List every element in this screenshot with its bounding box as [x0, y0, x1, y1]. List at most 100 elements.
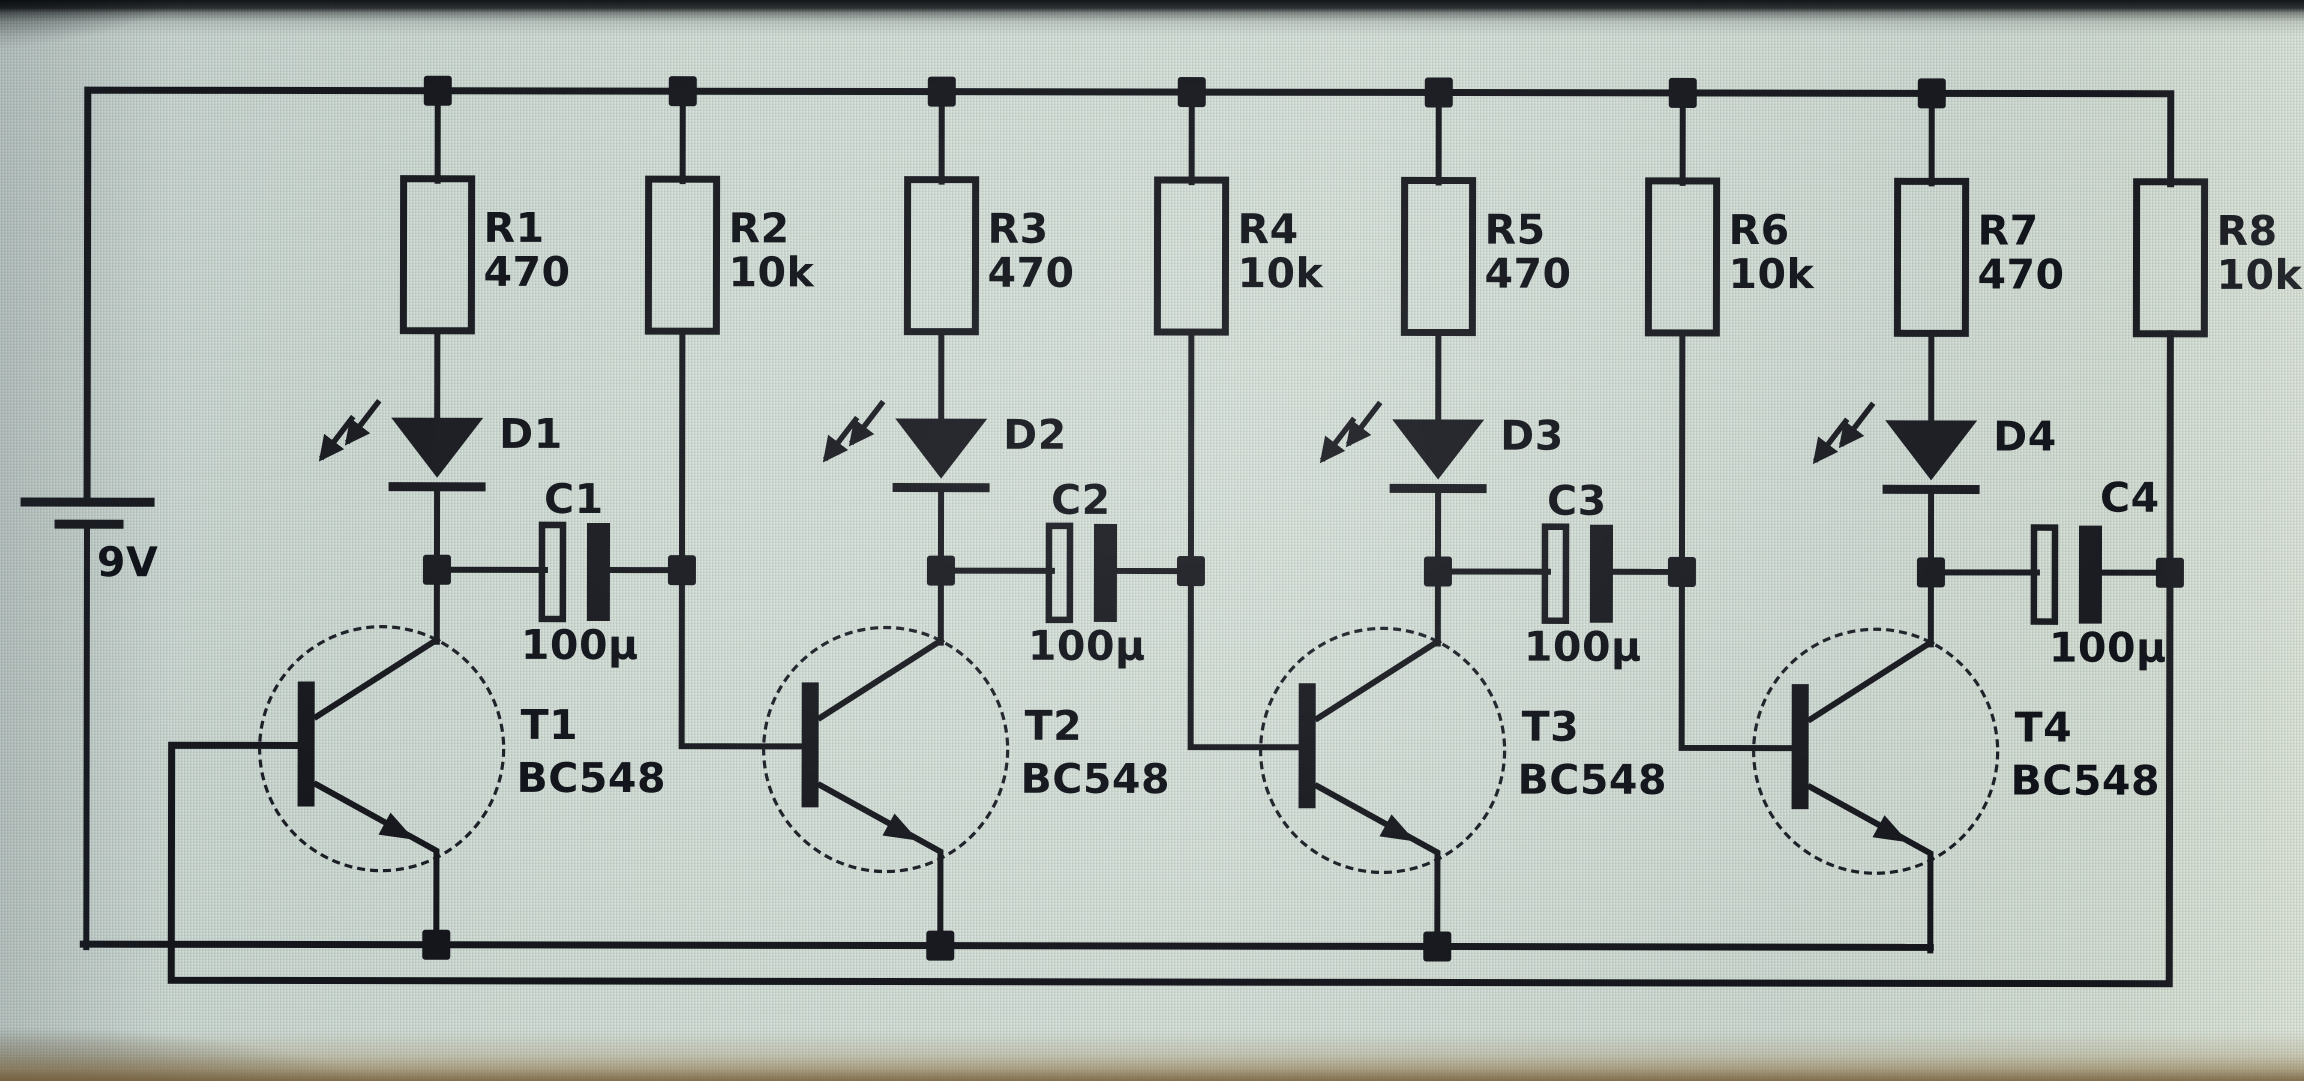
- capacitor-value: 100µ: [2049, 624, 2167, 672]
- emitter-arrow: [882, 813, 919, 841]
- junction-dot: [927, 76, 956, 107]
- resistor-ref: R2: [729, 204, 790, 252]
- transistor-part: BC548: [517, 754, 667, 802]
- resistor-ref: R3: [988, 205, 1049, 253]
- capacitor-plate-filled: [1589, 524, 1614, 623]
- junction-dot: [1423, 931, 1452, 962]
- battery-voltage-label: 9V: [97, 538, 158, 586]
- junction-dot: [668, 76, 697, 107]
- capacitor-ref: C3: [1547, 477, 1607, 525]
- emitter-wire: [1806, 783, 1934, 954]
- resistor-value: 10k: [728, 248, 815, 296]
- led-triangle: [1885, 420, 1978, 481]
- emitter-arrow: [378, 812, 415, 840]
- capacitor-plate-open: [1045, 522, 1074, 624]
- led-ref: D1: [499, 410, 563, 458]
- capacitor-value: 100µ: [1028, 622, 1146, 670]
- ground-rail: [79, 940, 1934, 951]
- led-triangle: [895, 418, 988, 479]
- junction-dot: [423, 75, 452, 106]
- capacitor-ref: C1: [544, 475, 604, 523]
- resistor-body: [1893, 177, 1970, 337]
- led-ref: D3: [1500, 412, 1564, 460]
- led-ref: D4: [1993, 412, 2057, 460]
- emitter-arrow: [1872, 815, 1909, 843]
- emitter-wire: [312, 780, 440, 951]
- battery-9v: 9V: [20, 497, 158, 586]
- emitter-wire: [816, 781, 944, 952]
- resistor-value: 470: [987, 249, 1074, 297]
- led-emission-arrows-icon: [318, 398, 382, 462]
- transistor-base-bar: [1791, 684, 1809, 810]
- led-emission-arrows-icon: [1319, 400, 1383, 464]
- transistor-part: BC548: [2011, 756, 2161, 804]
- junction-dot: [2155, 557, 2184, 588]
- stage-1: R1 470 D1 C1 100µ T1: [258, 75, 816, 960]
- capacitor-ref: C2: [1051, 476, 1111, 524]
- capacitor-plate-open: [1541, 523, 1570, 624]
- base-feed-wire: [1187, 329, 1304, 751]
- resistor-body: [903, 176, 980, 336]
- junction-dot: [1424, 77, 1453, 108]
- resistor-ref: R5: [1485, 206, 1546, 254]
- stage-3: R5 470 D3 C3 100µ T3: [1259, 77, 1816, 962]
- capacitor-ref: C4: [2100, 474, 2160, 522]
- capacitor-value: 100µ: [1524, 623, 1642, 671]
- resistor-ref: R4: [1238, 205, 1299, 253]
- transistor-base-bar: [1298, 683, 1316, 809]
- resistor-value: 10k: [2216, 251, 2303, 299]
- resistor-value: 10k: [1237, 249, 1324, 297]
- led-ref: D2: [1003, 411, 1067, 459]
- resistor-body: [399, 175, 476, 335]
- resistor-ref: R1: [484, 204, 545, 252]
- junction-dot: [422, 929, 451, 960]
- transistor-part: BC548: [1021, 755, 1171, 803]
- stage-4: R7 470 D4 C4 100µ T4 BC548: [1752, 78, 2304, 954]
- led-triangle: [1392, 419, 1485, 480]
- transistor-ref: T1: [521, 701, 579, 749]
- base-feed-wire: [1678, 329, 1797, 752]
- resistor-ref: R7: [1977, 206, 2038, 254]
- resistor-body: [1400, 176, 1477, 337]
- resistor-body: [2132, 178, 2209, 338]
- capacitor-plate-open: [2030, 524, 2059, 625]
- resistor-value: 10k: [1728, 250, 1815, 298]
- capacitor-plate-filled: [586, 523, 611, 622]
- resistor-body: [1644, 177, 1721, 337]
- capacitor-plate-filled: [2078, 525, 2103, 624]
- transistor-part: BC548: [1518, 756, 1668, 804]
- resistor-ref: R6: [1729, 206, 1790, 254]
- junction-dot: [1917, 78, 1946, 109]
- transistor-base-bar: [297, 681, 315, 807]
- capacitor-plate-filled: [1093, 523, 1118, 622]
- resistor-value: 470: [1977, 250, 2064, 298]
- junction-dot: [1177, 77, 1206, 108]
- transistor-base-bar: [801, 682, 819, 808]
- transistor-ref: T4: [2015, 704, 2073, 752]
- transistor-ref: T3: [1522, 703, 1580, 751]
- battery-negative-wire: [83, 525, 91, 951]
- junction-dot: [1668, 77, 1697, 108]
- junction-dot: [926, 930, 955, 961]
- led-emission-arrows-icon: [1812, 401, 1876, 465]
- led-emission-arrows-icon: [822, 399, 886, 463]
- emitter-arrow: [1379, 814, 1416, 842]
- resistor-body: [1153, 176, 1230, 336]
- collector-diagonal: [1806, 638, 1935, 724]
- resistor-value: 470: [1484, 250, 1571, 298]
- led-triangle: [391, 417, 484, 478]
- collector-diagonal: [816, 636, 945, 722]
- emitter-wire: [1313, 782, 1441, 953]
- positive-supply-rail: [83, 86, 2175, 502]
- base-feed-wire: [678, 328, 807, 750]
- collector-diagonal: [1313, 637, 1442, 723]
- transistor-ref: T2: [1025, 702, 1083, 750]
- resistor-value: 470: [483, 248, 570, 296]
- capacitor-plate-open: [538, 521, 567, 623]
- capacitor-value: 100µ: [521, 621, 639, 669]
- stage-2: R3 470 D2 C2 100µ T2: [762, 76, 1325, 961]
- collector-diagonal: [312, 635, 441, 721]
- resistor-ref: R8: [2216, 207, 2277, 255]
